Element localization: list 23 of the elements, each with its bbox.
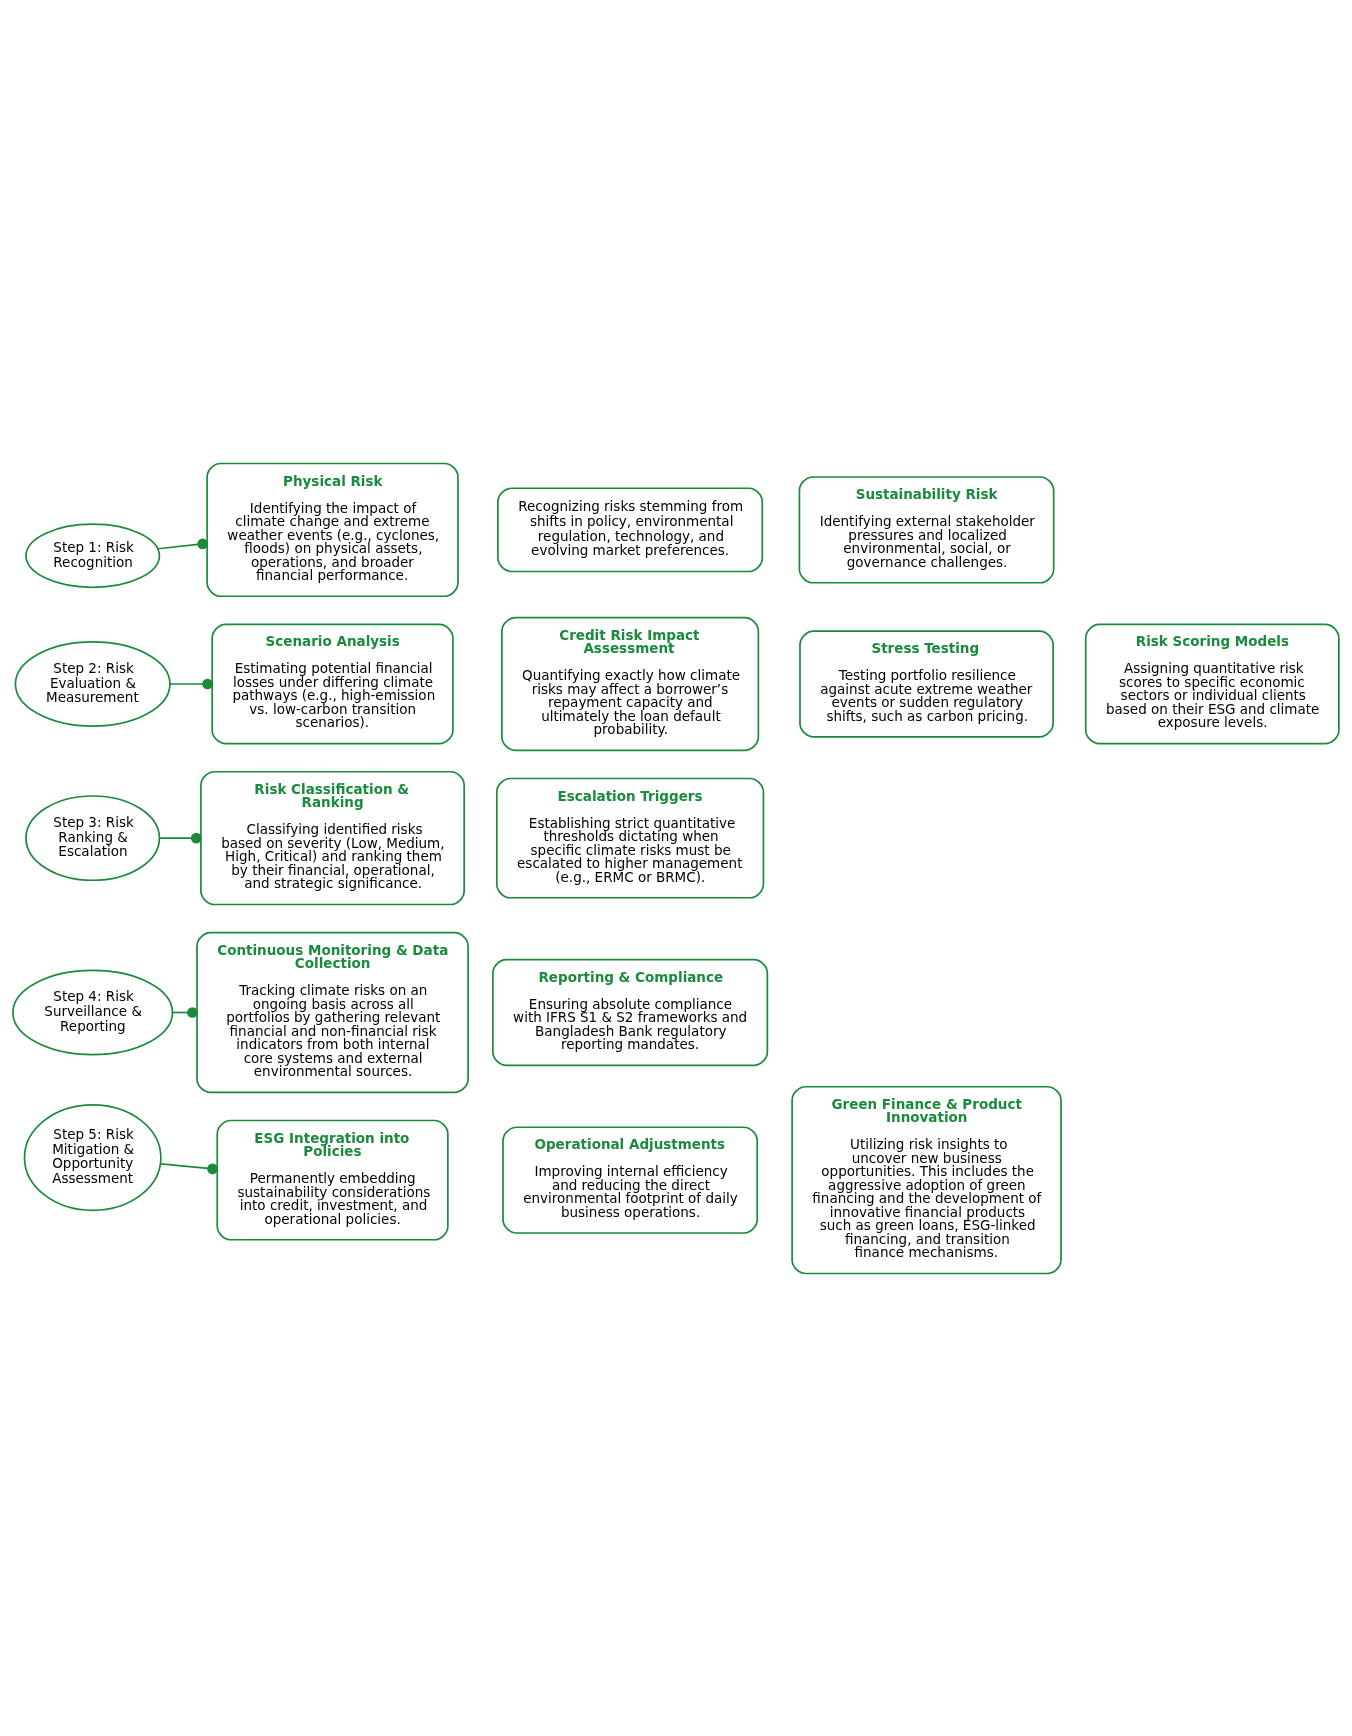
connector bbox=[169, 678, 213, 689]
node-box: Credit Risk Impact Assessment Quantifying exactly how climate risks may affect a borrower’s repayment capacity and ultimately the loan default probability. bbox=[501, 616, 760, 751]
node-box: ESG Integration into Policies Permanently embedding sustainability considerations into credit, investment, and operational policies. bbox=[216, 1119, 449, 1241]
node-box: Physical Risk Identifying the impact of climate change and extreme weather events (e.g., cyclones, floods) on physical assets, operations, and broader financial performance. bbox=[206, 462, 459, 597]
node-box: Risk Classification & Ranking Classifying identified risks based on severity (Low, Medium, High, Critical) and ranking them by their financial, operational, and strategic significance. bbox=[200, 770, 465, 905]
node-box: Sustainability Risk Identifying external stakeholder pressures and localized environmental, social, or governance challenges. bbox=[798, 475, 1055, 584]
node-box: Escalation Triggers Establishing strict quantitative thresholds dictating when specific climate risks must be escalated to higher management (e.g., ERMC or BRMC). bbox=[495, 777, 765, 899]
connector bbox=[159, 1162, 218, 1174]
node-box: Stress Testing Testing portfolio resilience against acute extreme weather events or sudden regulatory shifts, such as carbon pricing. bbox=[799, 629, 1054, 738]
node-box: Recognizing risks stemming from shifts in policy, environmental regulation, technology, and evolving market preferences. bbox=[497, 486, 764, 572]
node-ellipse: Step 2: Risk Evaluation & Measurement bbox=[14, 640, 171, 727]
node-box: Risk Scoring Models Assigning quantitative risk scores to specific economic sectors or individual clients based on their ESG and climate exposure levels. bbox=[1084, 623, 1340, 744]
connector bbox=[157, 538, 208, 550]
connector bbox=[158, 832, 202, 843]
node-ellipse: Step 3: Risk Ranking & Escalation bbox=[25, 794, 161, 881]
node-ellipse: Step 1: Risk Recognition bbox=[25, 522, 161, 588]
node-box: Operational Adjustments Improving internal efficiency and reducing the direct environmental footprint of daily business operations. bbox=[502, 1125, 759, 1234]
node-ellipse: Step 5: Risk Mitigation & Opportunity Assessment bbox=[23, 1103, 162, 1211]
node-box: Green Finance & Product Innovation Utilizing risk insights to uncover new business opportunities. This includes the aggressive adoption of green financing and the development of innovative financial products such as green loans, ESG-linked financing, and transition finance mechanisms. bbox=[791, 1085, 1062, 1274]
node-box: Reporting & Compliance Ensuring absolute compliance with IFRS S1 & S2 frameworks and Bangladesh Bank regulatory reporting mandates. bbox=[492, 958, 769, 1066]
node-box: Continuous Monitoring & Data Collection Tracking climate risks on an ongoing basis across all portfolios by gathering relevant financial and non-financial risk indicators from both internal core systems and external environmental sources. bbox=[196, 931, 469, 1093]
node-ellipse: Step 4: Risk Surveillance & Reporting bbox=[12, 969, 174, 1055]
node-box: Scenario Analysis Estimating potential financial losses under differing climate pathways (e.g., high-emission vs. low-carbon transition scenarios). bbox=[211, 623, 454, 744]
